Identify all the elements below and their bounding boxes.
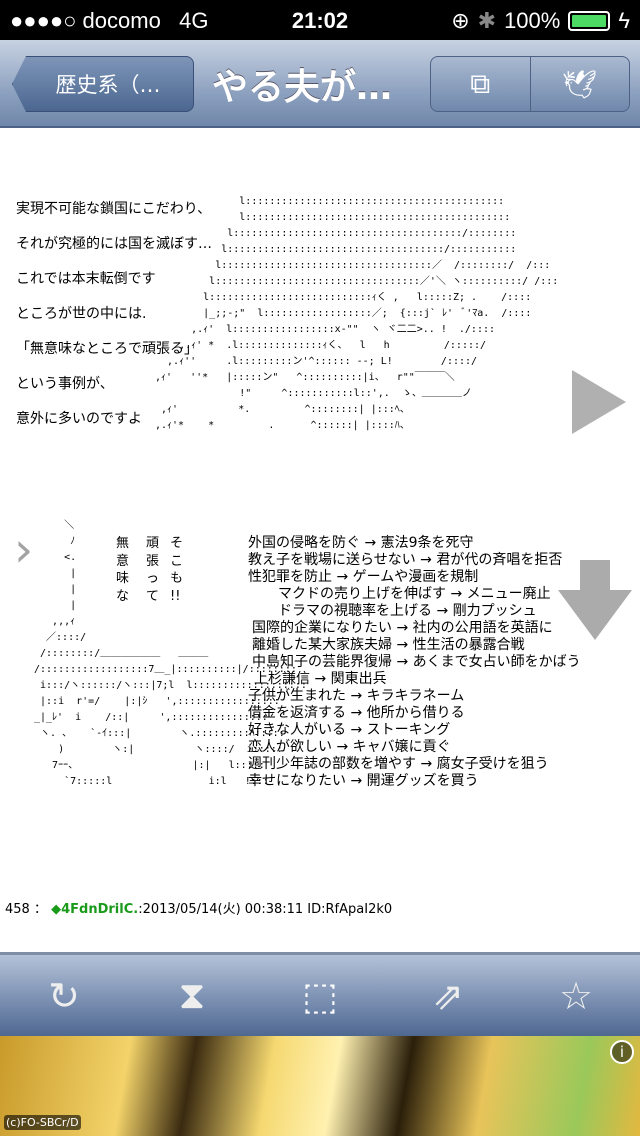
refresh-icon[interactable]: ↻ — [48, 973, 80, 1018]
list-item: マクドの売り上げを伸ばす → メニュー廃止 — [278, 586, 551, 602]
chevron-right-icon[interactable]: › — [14, 522, 34, 578]
text-line: 「無意味なところで頑張る」 — [16, 341, 198, 357]
text-line: 意外に多いのですよ — [16, 411, 142, 427]
fullscreen-icon[interactable]: ⬚ — [302, 973, 338, 1018]
back-button[interactable]: 歴史系（… — [12, 56, 194, 112]
list-item: 幸せになりたい → 開運グッズを買う — [248, 773, 479, 789]
battery-icon — [568, 11, 611, 31]
text-line: それが究極的には国を滅ぼす… — [16, 236, 212, 252]
list-item: 中島知子の芸能界復帰 → あくまで女占い師をかばう — [252, 654, 581, 670]
separator: ： — [33, 902, 47, 917]
bluetooth-icon: ✱ — [477, 8, 497, 33]
rotate-device-icon[interactable]: ⧉ — [470, 67, 491, 100]
text-line: 実現不可能な鎖国にこだわり、 — [16, 201, 212, 217]
rotation-lock-icon: ⊕ — [451, 8, 470, 33]
ad-copyright: (c)FO-SBCr/D — [4, 1115, 81, 1130]
examples-list: 外国の侵略を防ぐ → 憲法9条を死守 教え子を戦場に送らせない → 君が代の斉唱… — [248, 535, 581, 790]
list-item: 週刊少年誌の部数を増やす → 腐女子受けを狙う — [248, 756, 549, 772]
bottom-toolbar: ↻ ⧗ ⬚ ⇗ ☆ — [0, 952, 640, 1036]
star-icon[interactable]: ☆ — [558, 973, 594, 1018]
list-item: 国際的企業になりたい → 社内の公用語を英語に — [252, 620, 553, 636]
list-item: 恋人が欲しい → キャバ嬢に貢ぐ — [248, 739, 451, 755]
nav-actions: ⧉ 🕊 — [430, 56, 630, 112]
list-item: 外国の侵略を防ぐ → 憲法9条を死守 — [248, 535, 474, 551]
battery-percent: 100% — [504, 8, 561, 33]
page-title: やる夫が… — [212, 67, 393, 108]
text-line: という事例が、 — [16, 376, 114, 392]
vertical-text: 頑張って — [146, 536, 160, 604]
poster-name[interactable]: ◆4FdnDrilC. — [51, 902, 139, 917]
scroll-to-bottom-icon[interactable]: ⧗ — [178, 973, 206, 1017]
navigation-bar: 歴史系（… やる夫が… ⧉ 🕊 — [0, 40, 640, 128]
text-line: これでは本末転倒です — [16, 271, 156, 287]
network-type: 4G — [179, 8, 209, 33]
list-item: 上杉謙信 → 関東出兵 — [254, 671, 387, 687]
post-date-id: :2013/05/14(火) 00:38:11 ID:RfApaI2k0 — [138, 902, 393, 917]
info-icon[interactable]: i — [610, 1040, 634, 1064]
ad-banner[interactable]: (c)FO-SBCr/D i — [0, 1036, 640, 1136]
list-item: 好きな人がいる → ストーキング — [248, 722, 451, 738]
post-content: 実現不可能な鎖国にこだわり、 それが究極的には国を滅ぼす… これでは本末転倒です… — [0, 130, 640, 950]
intro-text: 実現不可能な鎖国にこだわり、 それが究極的には国を滅ぼす… これでは本末転倒です… — [16, 192, 212, 437]
list-item: 教え子を戦場に送らせない → 君が代の斉唱を拒否 — [248, 552, 563, 568]
list-item: 離婚した某大家族夫婦 → 性生活の暴露合戦 — [252, 637, 525, 653]
scroll-down-arrow-icon[interactable] — [558, 560, 632, 640]
share-icon[interactable]: ⇗ — [432, 973, 464, 1018]
vertical-text: そこも !! — [170, 536, 184, 604]
list-item: ドラマの視聴率を上げる → 剛力プッシュ — [278, 603, 537, 619]
text-line: ところが世の中には. — [16, 306, 147, 322]
post-meta: 458 ： ◆4FdnDrilC.:2013/05/14(火) 00:38:11… — [5, 898, 392, 917]
next-page-arrow-icon[interactable] — [572, 370, 626, 434]
list-item: 借金を返済する → 他所から借りる — [248, 705, 465, 721]
list-item: 子供が生まれた → キラキラネーム — [248, 688, 465, 704]
carrier: ●●●●○ docomo — [10, 8, 161, 33]
clock: 21:02 — [291, 8, 349, 33]
ascii-art-top: l:::::::::::::::::::::::::::::::::::::::… — [155, 196, 559, 431]
status-bar: ●●●●○ docomo 4G 21:02 ⊕ ✱ 100% ϟ — [0, 0, 640, 40]
charging-icon: ϟ — [618, 8, 630, 33]
ascii-art-bottom: ＼ ﾉ <. | | | ,,,ｨ ／::::/ /::::::::/＿＿＿＿＿… — [34, 520, 307, 787]
vertical-text: 無意味な — [116, 536, 130, 604]
post-number[interactable]: 458 — [5, 902, 30, 917]
list-item: 性犯罪を防止 → ゲームや漫画を規制 — [248, 569, 479, 585]
twitter-bird-icon[interactable]: 🕊 — [529, 57, 630, 111]
